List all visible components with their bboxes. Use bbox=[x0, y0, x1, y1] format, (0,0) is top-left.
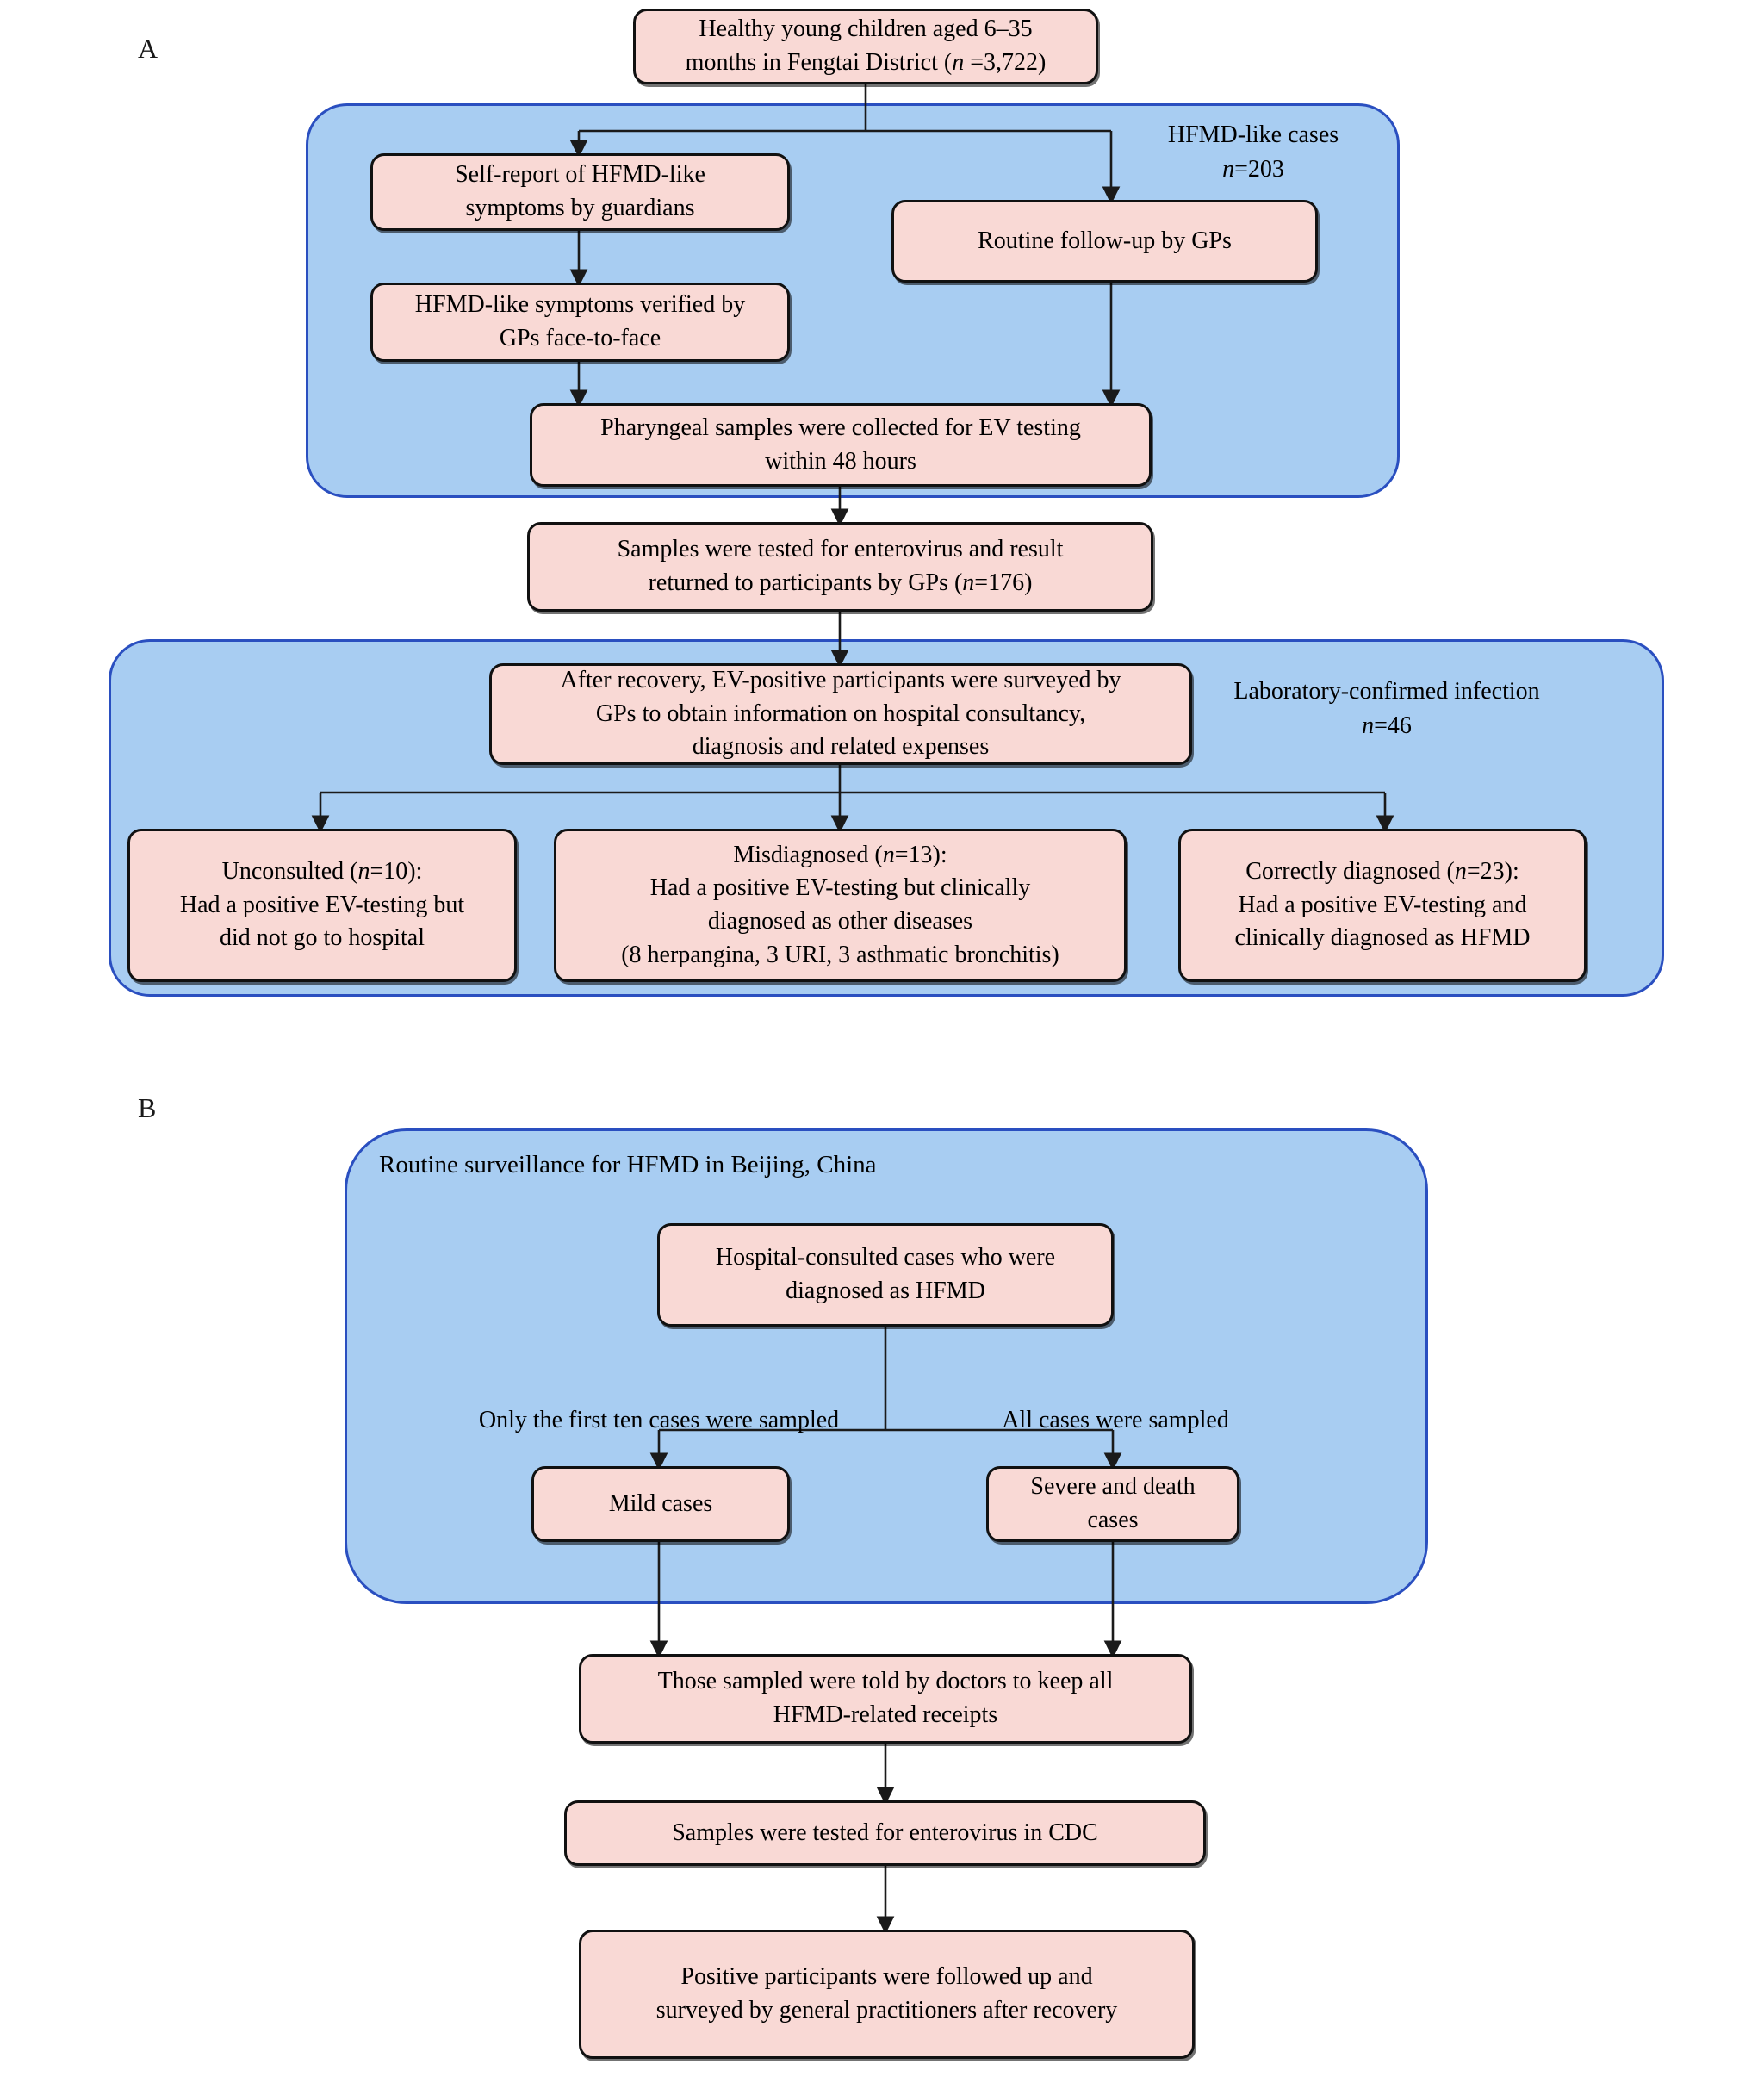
node-mild-cases[interactable]: Mild cases bbox=[531, 1466, 790, 1542]
node-unconsulted-text: Unconsulted (n=10):Had a positive EV-tes… bbox=[179, 858, 465, 952]
node-samples-tested-result-returned[interactable]: Samples were tested for enterovirus and … bbox=[527, 522, 1153, 612]
node-self-report-symptoms-text: Self-report of HFMD-like symptoms by gua… bbox=[455, 161, 705, 221]
node-after-recovery-survey[interactable]: After recovery, EV-positive participants… bbox=[489, 663, 1192, 765]
node-routine-follow-up-by-gps[interactable]: Routine follow-up by GPs bbox=[891, 200, 1318, 283]
node-hospital-consulted-cases[interactable]: Hospital-consulted cases who were diagno… bbox=[657, 1223, 1114, 1327]
node-correctly-diagnosed[interactable]: Correctly diagnosed (n=23):Had a positiv… bbox=[1178, 829, 1587, 982]
node-correctly-diagnosed-text: Correctly diagnosed (n=23):Had a positiv… bbox=[1234, 858, 1531, 952]
node-positive-participants-followed-up[interactable]: Positive participants were followed up a… bbox=[579, 1930, 1195, 2059]
node-misdiagnosed[interactable]: Misdiagnosed (n=13):Had a positive EV-te… bbox=[554, 829, 1127, 982]
node-hospital-consulted-cases-text: Hospital-consulted cases who were diagno… bbox=[715, 1244, 1056, 1304]
edge-label-only-first-ten: Only the first ten cases were sampled bbox=[478, 1407, 840, 1433]
group-caption-hfmd-like-line1: HFMD-like cases bbox=[1167, 121, 1339, 148]
node-symptoms-verified-by-gps-text: HFMD-like symptoms verified by GPs face-… bbox=[414, 291, 746, 351]
panel-label-b: B bbox=[138, 1092, 157, 1123]
node-pharyngeal-samples-collected[interactable]: Pharyngeal samples were collected for EV… bbox=[530, 403, 1152, 487]
node-mild-cases-text: Mild cases bbox=[608, 1489, 713, 1517]
node-symptoms-verified-by-gps[interactable]: HFMD-like symptoms verified by GPs face-… bbox=[370, 283, 790, 362]
node-pharyngeal-samples-collected-text: Pharyngeal samples were collected for EV… bbox=[600, 413, 1081, 475]
group-routine-surveillance bbox=[345, 1128, 1428, 1604]
group-caption-lab-confirmed-line2: n=46 bbox=[1362, 712, 1412, 739]
group-caption-routine-surveillance: Routine surveillance for HFMD in Beijing… bbox=[379, 1151, 877, 1178]
panel-label-a: A bbox=[138, 33, 158, 64]
node-self-report-symptoms[interactable]: Self-report of HFMD-like symptoms by gua… bbox=[370, 153, 790, 231]
node-keep-hfmd-receipts[interactable]: Those sampled were told by doctors to ke… bbox=[579, 1654, 1192, 1744]
node-positive-participants-followed-up-text: Positive participants were followed up a… bbox=[655, 1963, 1118, 2024]
node-keep-hfmd-receipts-text: Those sampled were told by doctors to ke… bbox=[657, 1668, 1114, 1728]
node-severe-and-death-cases-text: Severe and death cases bbox=[1030, 1473, 1196, 1533]
group-caption-hfmd-like-line2: n=203 bbox=[1222, 156, 1284, 183]
node-misdiagnosed-text: Misdiagnosed (n=13):Had a positive EV-te… bbox=[621, 841, 1059, 968]
node-samples-tested-in-cdc[interactable]: Samples were tested for enterovirus in C… bbox=[564, 1800, 1206, 1866]
group-caption-lab-confirmed-line1: Laboratory-confirmed infection bbox=[1233, 678, 1540, 705]
node-severe-and-death-cases[interactable]: Severe and death cases bbox=[986, 1466, 1239, 1542]
node-unconsulted[interactable]: Unconsulted (n=10):Had a positive EV-tes… bbox=[127, 829, 517, 982]
node-routine-follow-up-by-gps-text: Routine follow-up by GPs bbox=[978, 227, 1232, 254]
node-samples-tested-in-cdc-text: Samples were tested for enterovirus in C… bbox=[672, 1819, 1098, 1846]
edge-label-all-cases: All cases were sampled bbox=[1002, 1407, 1229, 1433]
node-after-recovery-survey-text: After recovery, EV-positive participants… bbox=[560, 667, 1121, 761]
node-samples-tested-result-returned-text: Samples were tested for enterovirus and … bbox=[617, 536, 1064, 596]
